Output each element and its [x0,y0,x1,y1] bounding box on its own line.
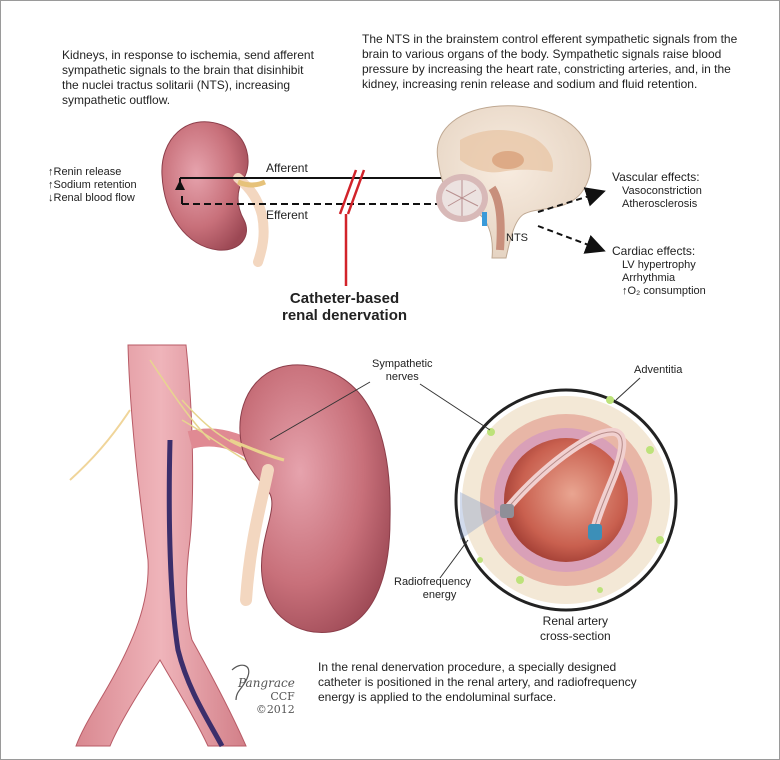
artist-signature [231,664,250,701]
effects-arrows [537,187,606,254]
nts-label: NTS [506,232,528,244]
vascular-effects: Vascular effects: Vasoconstriction Ather… [612,170,702,210]
adventitia-label: Adventitia [634,364,683,376]
afferent-label: Afferent [266,161,308,175]
bottom-description: In the renal denervation procedure, a sp… [318,660,637,704]
signature-name: Pangrace [238,676,295,690]
efferent-pathway [181,196,446,205]
sympathetic-nerves-label: Sympathetic nerves [372,358,433,383]
signature-block: Pangrace CCF ©2012 [238,676,295,716]
renal-artery-cross-section [419,377,678,612]
kidney-effects-list: ↑Renin release ↑Sodium retention ↓Renal … [48,166,137,204]
denervation-cut-mark [338,169,366,286]
large-kidney [229,364,391,634]
cardiac-effects-title: Cardiac effects: [612,244,696,258]
cardiac-effects: Cardiac effects: LV hypertrophy Arrhythm… [612,244,706,297]
signature-year: ©2012 [255,703,295,716]
small-kidney [161,121,269,267]
vascular-effects-title: Vascular effects: [612,170,700,184]
top-left-description: Kidneys, in response to ischemia, send a… [62,48,314,107]
cross-section-label: Renal artery cross-section [540,614,611,643]
signature-org: CCF [270,690,295,703]
efferent-label: Efferent [266,208,308,222]
procedure-title: Catheter-based renal denervation [282,290,408,324]
radiofrequency-label: Radiofrequency energy [394,576,472,601]
top-right-description: The NTS in the brainstem control efferen… [362,32,738,91]
